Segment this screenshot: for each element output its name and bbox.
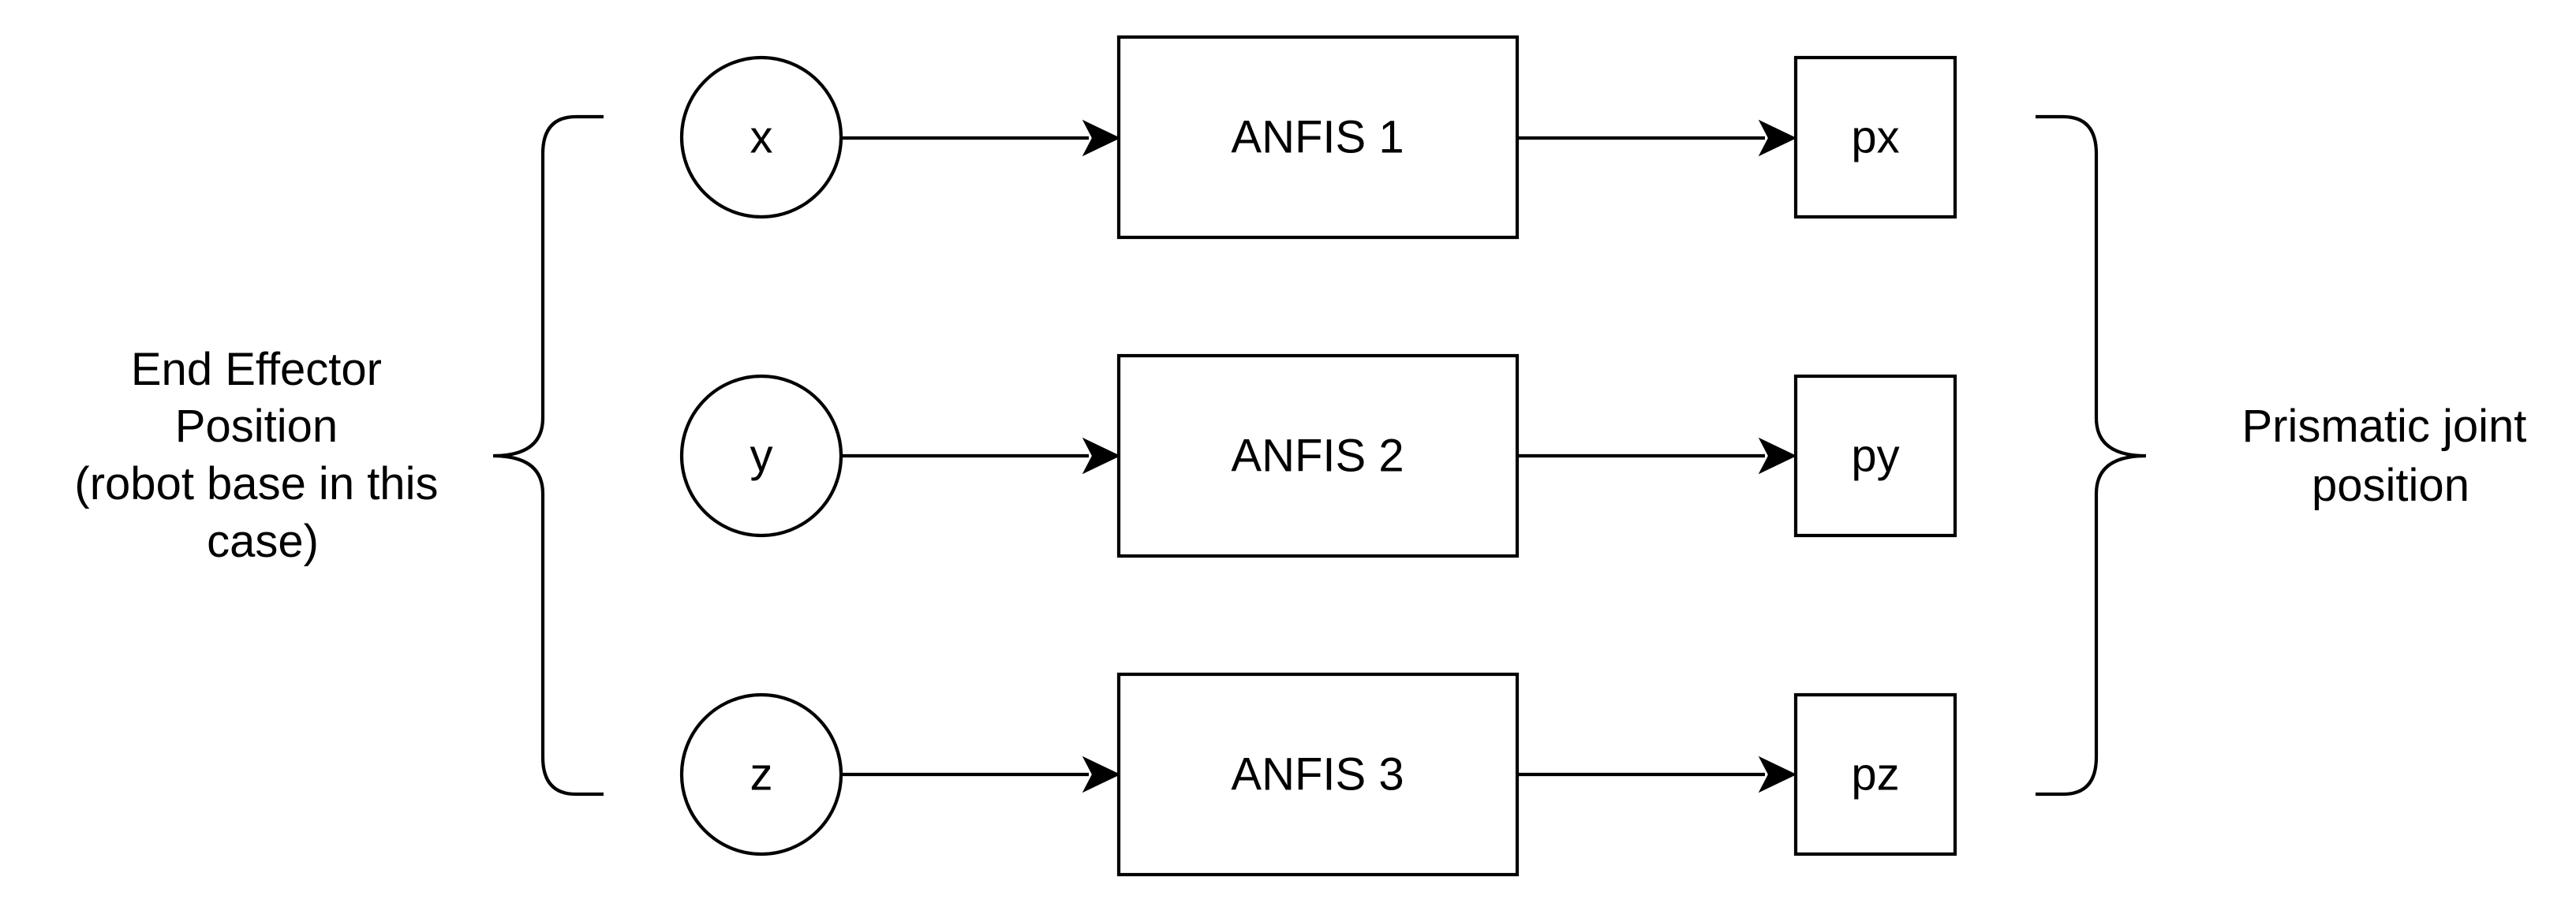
arrowhead-icon xyxy=(1758,437,1797,475)
right-group-label-line: Prismatic joint xyxy=(2241,401,2526,452)
left-group-label-line: (robot base in this xyxy=(74,458,438,509)
output-node-py xyxy=(1793,374,1957,538)
anfis-block-label: ANFIS 2 xyxy=(1231,431,1404,482)
left-group-label-line: End Effector xyxy=(131,344,382,395)
right-curly-brace xyxy=(2036,114,2147,797)
anfis-block-3 xyxy=(1116,672,1520,877)
input-node-y xyxy=(679,374,843,538)
left-group-label: End Effector Position (robot base in thi… xyxy=(74,344,451,567)
arrowhead-icon xyxy=(1758,756,1797,793)
output-node-pz xyxy=(1793,692,1957,856)
left-group-label-line: Position xyxy=(175,401,338,452)
arrowhead-icon xyxy=(1082,437,1121,475)
arrowhead-icon xyxy=(1758,119,1797,157)
left-group-label-line: case) xyxy=(207,516,319,567)
input-node-label: y xyxy=(750,431,773,482)
row-1: x ANFIS 1 px xyxy=(679,35,1957,240)
output-node-label: px xyxy=(1851,112,1899,163)
anfis-block-label: ANFIS 1 xyxy=(1231,112,1404,163)
anfis-block-label: ANFIS 3 xyxy=(1231,749,1404,800)
left-curly-brace xyxy=(492,114,604,797)
arrowhead-icon xyxy=(1082,119,1121,157)
right-group-label: Prismatic joint position xyxy=(2241,401,2539,511)
right-group-label-line: position xyxy=(2312,460,2469,511)
output-node-label: py xyxy=(1851,431,1899,482)
input-node-label: z xyxy=(750,749,773,800)
anfis-block-1 xyxy=(1116,35,1520,240)
input-node-z xyxy=(679,692,843,856)
output-node-label: pz xyxy=(1851,749,1899,800)
row-3: z ANFIS 3 pz xyxy=(679,672,1957,877)
arrowhead-icon xyxy=(1082,756,1121,793)
row-2: y ANFIS 2 py xyxy=(679,353,1957,558)
output-node-px xyxy=(1793,55,1957,219)
input-node-label: x xyxy=(750,112,773,163)
anfis-block-2 xyxy=(1116,353,1520,558)
input-node-x xyxy=(679,55,843,219)
